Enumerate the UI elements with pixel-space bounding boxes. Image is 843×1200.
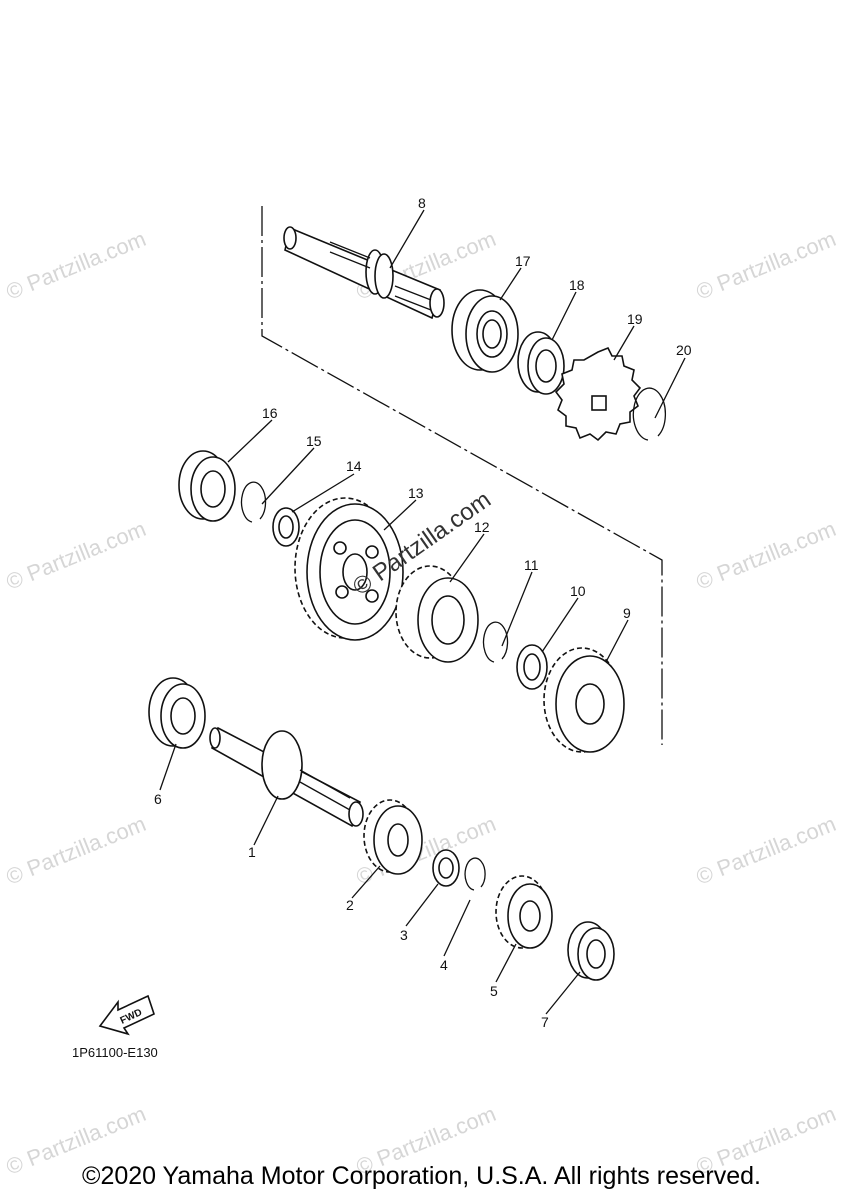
bearing-17 [451, 289, 519, 373]
callout-7: 7 [541, 1014, 549, 1030]
watermarks: © Partzilla.com © Partzilla.com © Partzi… [3, 226, 840, 1180]
watermark: © Partzilla.com [693, 516, 840, 595]
callout-4: 4 [440, 957, 448, 973]
callout-10: 10 [570, 583, 586, 599]
bearing-16 [178, 450, 236, 522]
gear-5 [495, 875, 553, 949]
callouts: 8 17 18 19 20 16 15 14 13 12 11 10 9 6 1… [154, 195, 692, 1030]
gear-2 [363, 799, 423, 875]
bearing-6 [148, 677, 206, 749]
callout-20: 20 [676, 342, 692, 358]
gear-12 [395, 565, 479, 663]
circlip-11 [482, 621, 509, 663]
callout-2: 2 [346, 897, 354, 913]
splined-washer-10 [516, 644, 548, 690]
callout-17: 17 [515, 253, 531, 269]
callout-14: 14 [346, 458, 362, 474]
watermark: © Partzilla.com [693, 811, 840, 890]
circlip-20 [632, 387, 667, 441]
fwd-arrow: FWD [98, 994, 155, 1036]
callout-13: 13 [408, 485, 424, 501]
callout-12: 12 [474, 519, 490, 535]
watermark: © Partzilla.com [3, 226, 150, 305]
callout-19: 19 [627, 311, 643, 327]
callout-16: 16 [262, 405, 278, 421]
main-axle [209, 726, 364, 828]
oil-seal-18 [517, 331, 565, 395]
callout-11: 11 [524, 557, 539, 573]
diagram-code: 1P61100-E130 [72, 1045, 158, 1060]
watermark: © Partzilla.com [3, 516, 150, 595]
circlip-4 [464, 857, 486, 891]
washer-14 [272, 507, 300, 547]
drive-sprocket-19 [554, 346, 642, 442]
callout-8: 8 [418, 195, 426, 211]
watermark: © Partzilla.com [693, 226, 840, 305]
gear-9 [543, 647, 625, 753]
watermark: © Partzilla.com [3, 811, 150, 890]
callout-5: 5 [490, 983, 498, 999]
circlip-15 [240, 481, 267, 523]
callout-15: 15 [306, 433, 322, 449]
gear-13 [294, 497, 404, 641]
callout-3: 3 [400, 927, 408, 943]
bearing-7 [567, 921, 615, 981]
drive-axle [283, 226, 445, 320]
callout-9: 9 [623, 605, 631, 621]
copyright-notice: ©2020 Yamaha Motor Corporation, U.S.A. A… [82, 1162, 761, 1190]
callout-1: 1 [248, 844, 256, 860]
assembly-bracket-line [261, 206, 663, 745]
callout-18: 18 [569, 277, 585, 293]
leader-lines [159, 209, 686, 1015]
callout-6: 6 [154, 791, 162, 807]
splined-washer-3 [432, 849, 460, 887]
